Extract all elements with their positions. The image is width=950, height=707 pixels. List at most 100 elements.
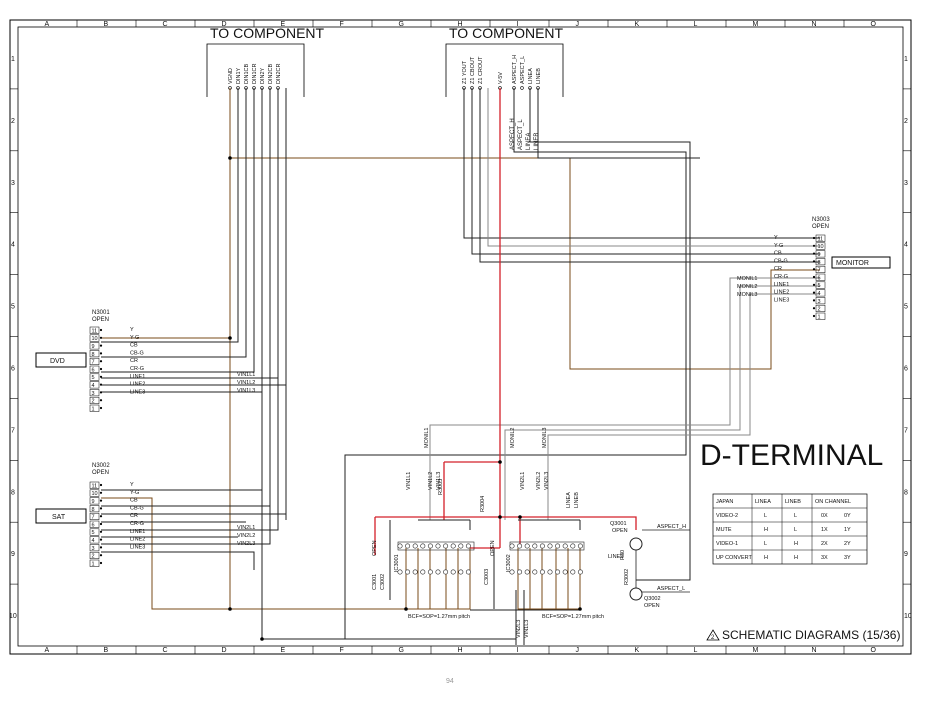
ic-pins bbox=[397, 543, 583, 575]
table-cell: 3Y bbox=[844, 555, 851, 561]
pin-box bbox=[815, 273, 826, 281]
pin-terminal bbox=[99, 507, 103, 510]
n3001-name: N3001 bbox=[92, 310, 110, 316]
vin-label: VIN2L2 bbox=[237, 533, 255, 539]
n3003-state: OPEN bbox=[812, 224, 829, 230]
wire-cbout bbox=[471, 88, 820, 255]
wire-yout bbox=[463, 88, 820, 239]
grid-col-label: K bbox=[635, 647, 640, 654]
junction-dot bbox=[228, 336, 232, 340]
open-label: OPEN bbox=[490, 540, 496, 556]
sat-label: SAT bbox=[52, 514, 66, 521]
ic-vin-label: VIN2L1 bbox=[520, 472, 526, 490]
pin-number: 10 bbox=[818, 244, 824, 250]
wire-v5v bbox=[374, 88, 637, 555]
aspect-label: ASPECT_H bbox=[510, 118, 516, 150]
aspect-wires bbox=[635, 529, 690, 593]
grid-col-label: J bbox=[576, 647, 580, 654]
r30-label: R30 bbox=[620, 550, 626, 560]
wire-vin-bottom bbox=[345, 590, 525, 645]
signal-label: DIN2Y bbox=[260, 67, 266, 84]
pin-number: 7 bbox=[92, 515, 95, 521]
signal-label: DIN2CB bbox=[268, 63, 274, 84]
grid-row-label: 3 bbox=[904, 180, 908, 187]
signal-label: LINEA bbox=[528, 68, 534, 84]
vin-label: VIN1L2 bbox=[237, 380, 255, 386]
junction-dot bbox=[578, 607, 582, 611]
pin-box bbox=[815, 312, 826, 320]
ic-pin bbox=[509, 569, 515, 575]
ic-pin bbox=[405, 569, 411, 575]
pin-number: 10 bbox=[92, 336, 98, 342]
wire-sat bbox=[101, 489, 270, 570]
pin-terminal bbox=[99, 399, 103, 402]
table-header: LINEA bbox=[755, 499, 771, 505]
connector-n3003: N3003 OPEN 11Y10Y-G9CB8CB-G7CR6CR-G5LINE… bbox=[737, 217, 891, 320]
ic-pin bbox=[517, 543, 523, 549]
signal-label: VGND bbox=[228, 68, 234, 84]
grid-col-label: J bbox=[576, 21, 580, 28]
wire-moni bbox=[429, 277, 820, 520]
grid-col-label: K bbox=[635, 21, 640, 28]
ic-pin bbox=[570, 543, 576, 549]
ic-pin bbox=[465, 543, 471, 549]
table-cell: 2Y bbox=[844, 541, 851, 547]
pin-label: CR-G bbox=[130, 366, 144, 372]
aspect-labels: ASPECT_H ASPECT_L LINEA LINEB bbox=[510, 118, 540, 150]
junctions bbox=[228, 156, 582, 641]
ic-pin bbox=[577, 543, 583, 549]
grid-row-label: 6 bbox=[904, 365, 908, 372]
grid-col-label: B bbox=[104, 647, 109, 654]
ic-pin bbox=[517, 569, 523, 575]
pin-label: CB bbox=[130, 343, 138, 349]
pin-label: CR-G bbox=[130, 521, 144, 527]
pin-terminal bbox=[99, 515, 103, 518]
pin-number: 7 bbox=[92, 360, 95, 366]
grid-row-label: 5 bbox=[904, 304, 908, 311]
pitch1-label: BCF=SOP=1.27mm pitch bbox=[408, 614, 470, 620]
sat-box bbox=[35, 508, 87, 524]
grid-col-label: E bbox=[281, 647, 286, 654]
pin-label: LINE1 bbox=[774, 282, 789, 288]
monitor-box bbox=[831, 256, 891, 269]
dvd-label: DVD bbox=[50, 358, 65, 365]
pin-box bbox=[89, 512, 100, 520]
q3001-symbol bbox=[629, 537, 643, 551]
moni-label: MONIL2 bbox=[737, 284, 757, 290]
outer-frame bbox=[9, 19, 912, 655]
ic-pin bbox=[427, 569, 433, 575]
ic-pin bbox=[412, 543, 418, 549]
pin-number: 8 bbox=[92, 507, 95, 513]
pin-terminal bbox=[812, 252, 816, 255]
ic-pin bbox=[450, 569, 456, 575]
grid-col-label: D bbox=[222, 647, 227, 654]
pin-number: 11 bbox=[92, 483, 98, 489]
pin-terminal bbox=[812, 299, 816, 302]
pin-label: LINE3 bbox=[130, 389, 145, 395]
junction-dot bbox=[228, 156, 232, 160]
line3-label: LINE3 bbox=[608, 554, 623, 560]
ic-pin bbox=[450, 543, 456, 549]
grid-row-label: 5 bbox=[11, 304, 15, 311]
pin-box bbox=[89, 551, 100, 559]
vin-bottom-label: VIN2L3 bbox=[516, 620, 522, 638]
r3003-label: R3003 bbox=[438, 479, 444, 495]
signal-label: DIN1CB bbox=[244, 63, 250, 84]
ic-pin bbox=[547, 543, 553, 549]
pin-number: 3 bbox=[818, 299, 821, 305]
pin-terminal bbox=[99, 546, 103, 549]
ic-pin bbox=[562, 543, 568, 549]
pin-terminal bbox=[99, 522, 103, 526]
grid-row-label: 7 bbox=[11, 427, 15, 434]
pin-terminal bbox=[99, 383, 103, 386]
dvd-box bbox=[35, 352, 87, 368]
junction-dot bbox=[260, 637, 264, 641]
ic-pin bbox=[458, 543, 464, 549]
ic-pin bbox=[509, 543, 515, 549]
pin-box bbox=[89, 334, 100, 342]
grid-col-label: D bbox=[222, 21, 227, 28]
